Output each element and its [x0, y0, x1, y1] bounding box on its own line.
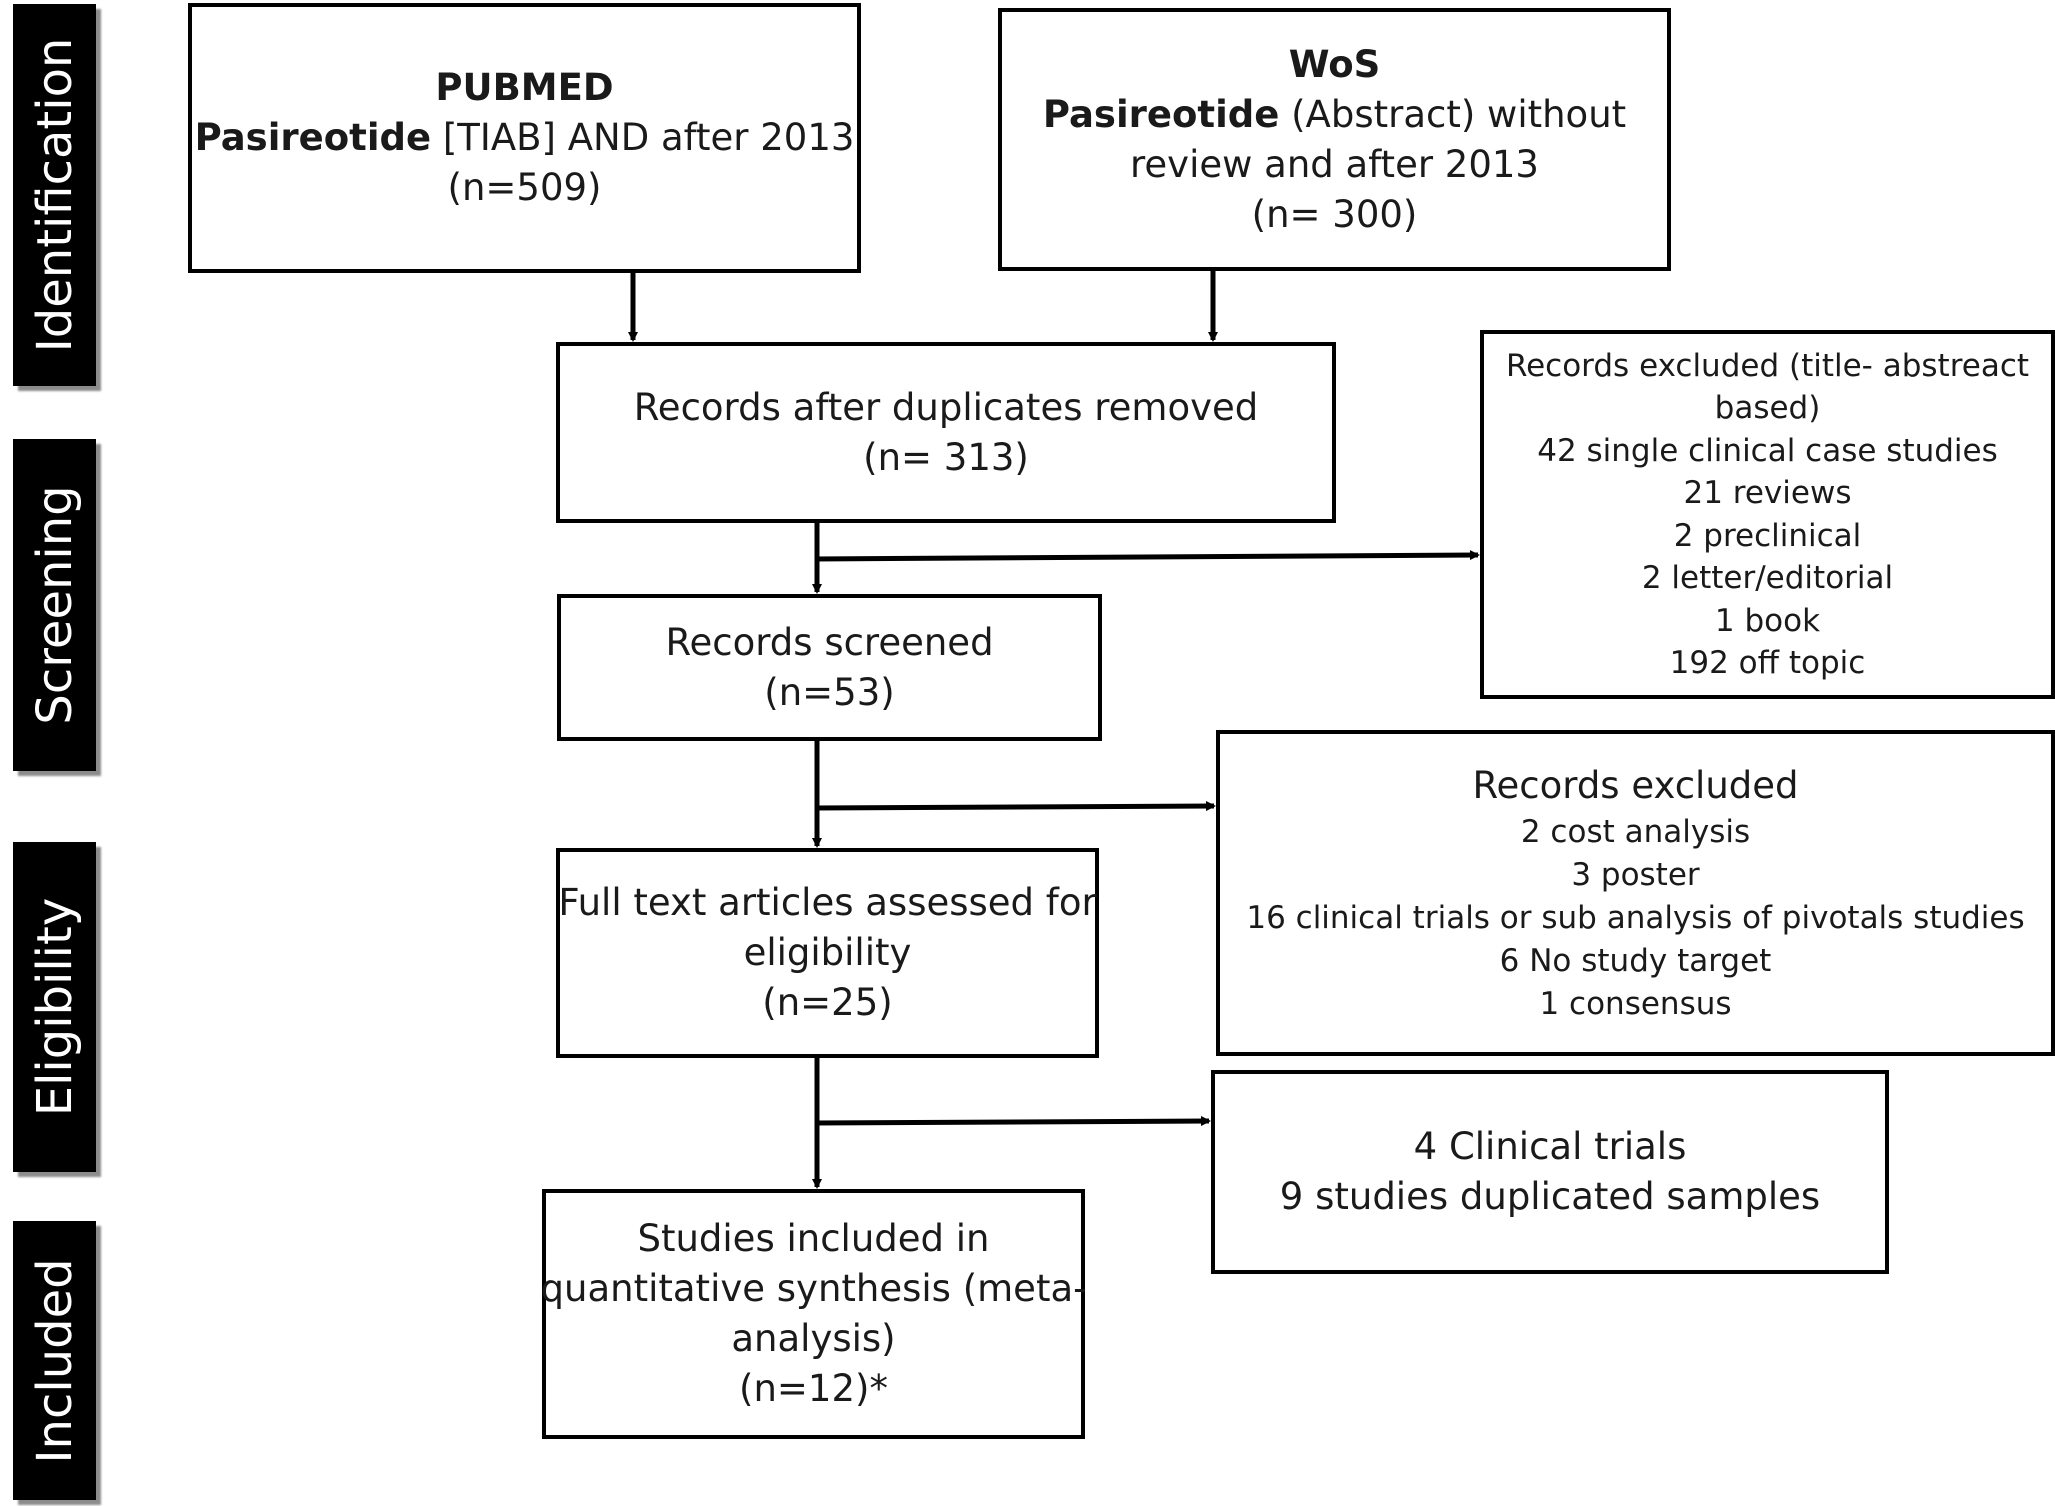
- wos-query: Pasireotide (Abstract) without: [1042, 92, 1627, 136]
- excluded-title-abstract-box: Records excluded (title- abstreact based…: [1480, 330, 2055, 699]
- wos-count: (n= 300): [1251, 192, 1418, 236]
- stage-label-screening: Screening: [13, 439, 96, 771]
- fulltext-count: (n=25): [762, 981, 893, 1024]
- wos-title: WoS: [1288, 42, 1381, 86]
- exclusion-item: 2 cost analysis: [1520, 813, 1751, 850]
- screened-count: (n=53): [764, 670, 895, 714]
- dedup-label: Records after duplicates removed: [633, 385, 1259, 429]
- exclusion-item: 1 book: [1714, 602, 1821, 639]
- excluded-fulltext-line1: 4 Clinical trials: [1413, 1125, 1687, 1168]
- exclusion-item: 6 No study target: [1499, 942, 1772, 979]
- excluded-title-line2: based): [1714, 390, 1821, 426]
- screened-label: Records screened: [665, 620, 994, 664]
- arrow-to-excluded-records: [814, 801, 1216, 812]
- dedup-count: (n= 313): [863, 435, 1029, 479]
- exclusion-item: 42 single clinical case studies: [1537, 432, 1998, 469]
- exclusion-item: 2 letter/editorial: [1641, 560, 1894, 596]
- exclusion-item: 1 consensus: [1539, 985, 1732, 1022]
- dedup-box: Records after duplicates removed (n= 313…: [556, 342, 1336, 523]
- excluded-fulltext-line2: 9 studies duplicated samples: [1279, 1175, 1821, 1218]
- pubmed-query: Pasireotide [TIAB] AND after 2013: [194, 116, 855, 159]
- pubmed-box: PUBMED Pasireotide [TIAB] AND after 2013…: [188, 3, 861, 273]
- pubmed-title: PUBMED: [435, 66, 614, 109]
- fulltext-line2: eligibility: [743, 931, 912, 974]
- stage-label-included: Included: [13, 1221, 96, 1500]
- arrow-to-excluded-title-abstract: [814, 550, 1480, 562]
- excluded-records-title: Records excluded: [1472, 763, 1799, 807]
- screened-box: Records screened (n=53): [557, 594, 1102, 741]
- included-line2: quantitative synthesis (meta-: [540, 1267, 1087, 1310]
- exclusion-item: 16 clinical trials or sub analysis of pi…: [1246, 899, 2025, 936]
- pubmed-count: (n=509): [447, 166, 602, 209]
- exclusion-item: 192 off topic: [1669, 645, 1866, 681]
- fulltext-line1: Full text articles assessed for: [558, 881, 1097, 924]
- exclusion-item: 2 preclinical: [1673, 517, 1862, 554]
- exclusion-item: 3 poster: [1571, 856, 1700, 893]
- included-count: (n=12)*: [739, 1367, 888, 1410]
- included-line3: analysis): [731, 1317, 896, 1360]
- excluded-fulltext-box: 4 Clinical trials 9 studies duplicated s…: [1211, 1070, 1889, 1274]
- exclusion-item: 21 reviews: [1683, 475, 1852, 511]
- included-box: Studies included in quantitative synthes…: [540, 1189, 1087, 1439]
- included-line1: Studies included in: [637, 1217, 990, 1260]
- wos-query-line3: review and after 2013: [1130, 142, 1539, 186]
- fulltext-box: Full text articles assessed for eligibil…: [556, 848, 1099, 1058]
- stage-label-eligibility: Eligibility: [13, 842, 96, 1172]
- arrow-to-excluded-fulltext: [814, 1116, 1211, 1127]
- wos-box: WoS Pasireotide (Abstract) without revie…: [998, 8, 1671, 271]
- excluded-title-line1: Records excluded (title- abstreact: [1505, 347, 2030, 384]
- stage-label-identification: Identification: [13, 4, 96, 386]
- excluded-records-box: Records excluded 2 cost analysis 3 poste…: [1216, 730, 2055, 1056]
